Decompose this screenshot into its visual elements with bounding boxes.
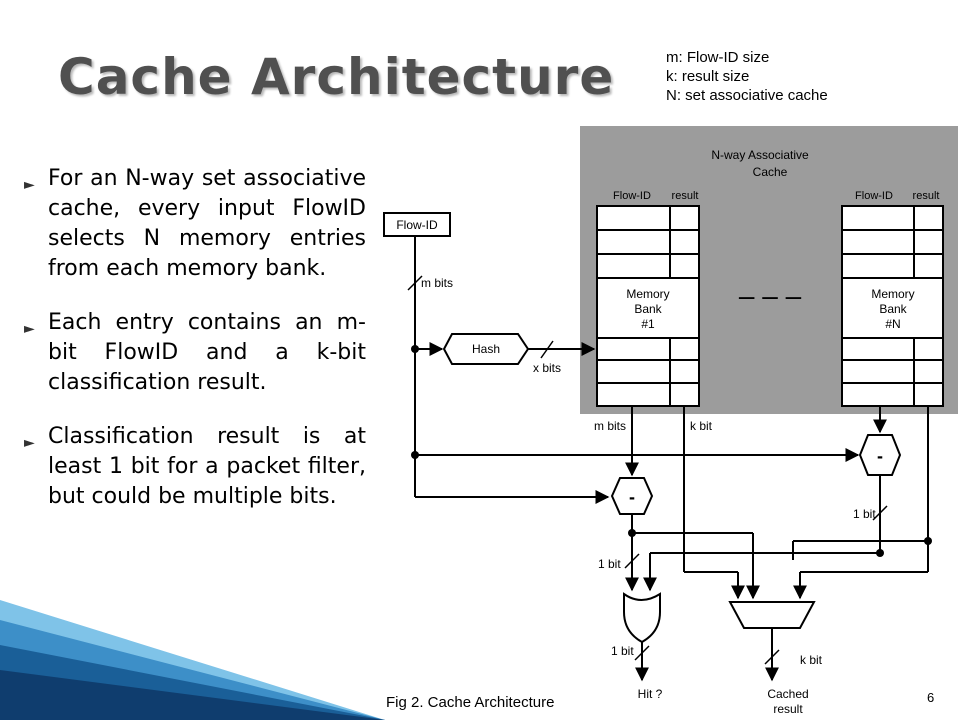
m-bits-output-label: m bits xyxy=(594,419,626,433)
bullet-arrow-icon: ► xyxy=(24,321,35,337)
hash-block xyxy=(442,333,530,365)
k-bit-output-label: k bit xyxy=(690,419,713,433)
bullet-list: ► For an N-way set associative cache, ev… xyxy=(22,164,366,536)
legend-line: k: result size xyxy=(666,68,750,85)
bullet-text: Each entry contains an m-bit FlowID and … xyxy=(48,310,366,395)
bullet-arrow-icon: ► xyxy=(24,435,35,451)
x-bits-label: x bits xyxy=(533,361,561,375)
bank-label: Bank xyxy=(634,302,662,316)
page-number: 6 xyxy=(927,690,935,705)
one-bit-right-label: 1 bit xyxy=(853,507,876,521)
slide-title: Cache Architecture xyxy=(58,48,615,106)
col-label-flowid: Flow-ID xyxy=(613,190,651,202)
bank-label: Memory xyxy=(871,287,914,301)
cached-result-label: result xyxy=(773,702,803,716)
col-label-result: result xyxy=(672,190,699,202)
bank-ellipsis: – – – xyxy=(739,280,802,311)
legend-line: m: Flow-ID size xyxy=(666,49,770,66)
hit-output-label: Hit ? xyxy=(638,687,663,701)
k-bit-result-label: k bit xyxy=(800,653,823,667)
one-bit-hit-label: 1 bit xyxy=(611,644,634,658)
col-label-result: result xyxy=(913,190,940,202)
decorative-wedge xyxy=(0,600,385,720)
flowid-input-label: Flow-ID xyxy=(396,218,438,232)
result-mux xyxy=(728,601,816,629)
comparator-symbol: - xyxy=(629,487,635,507)
comparator-1 xyxy=(610,477,654,515)
panel-title: Cache xyxy=(753,165,788,179)
figure-caption: Fig 2. Cache Architecture xyxy=(386,694,555,711)
bullet-text: Classification result is at least 1 bit … xyxy=(48,424,366,509)
bullet-item: ► Classification result is at least 1 bi… xyxy=(22,422,366,512)
comparator-symbol: - xyxy=(877,446,883,466)
comparator-n xyxy=(858,434,902,476)
bank-label: Memory xyxy=(626,287,669,301)
or-gate xyxy=(623,592,661,644)
bullet-text: For an N-way set associative cache, ever… xyxy=(48,166,366,281)
bank-label: #N xyxy=(885,317,900,331)
panel-title: N-way Associative xyxy=(711,148,809,162)
bank-label: #1 xyxy=(641,317,655,331)
legend: m: Flow-ID size k: result size N: set as… xyxy=(666,48,828,105)
bullet-item: ► For an N-way set associative cache, ev… xyxy=(22,164,366,284)
memory-bank-n: Flow-ID result Memory Bank #N xyxy=(841,190,944,407)
bullet-item: ► Each entry contains an m-bit FlowID an… xyxy=(22,308,366,398)
cached-result-label: Cached xyxy=(767,687,808,701)
hash-label: Hash xyxy=(472,342,500,356)
memory-bank-1: Flow-ID result Memory Bank #1 xyxy=(596,190,700,407)
bank-label: Bank xyxy=(879,302,907,316)
col-label-flowid: Flow-ID xyxy=(855,190,893,202)
bullet-arrow-icon: ► xyxy=(24,177,35,193)
flowid-input-box xyxy=(383,212,451,237)
m-bits-input-label: m bits xyxy=(421,276,453,290)
legend-line: N: set associative cache xyxy=(666,87,828,104)
one-bit-left-label: 1 bit xyxy=(598,557,621,571)
